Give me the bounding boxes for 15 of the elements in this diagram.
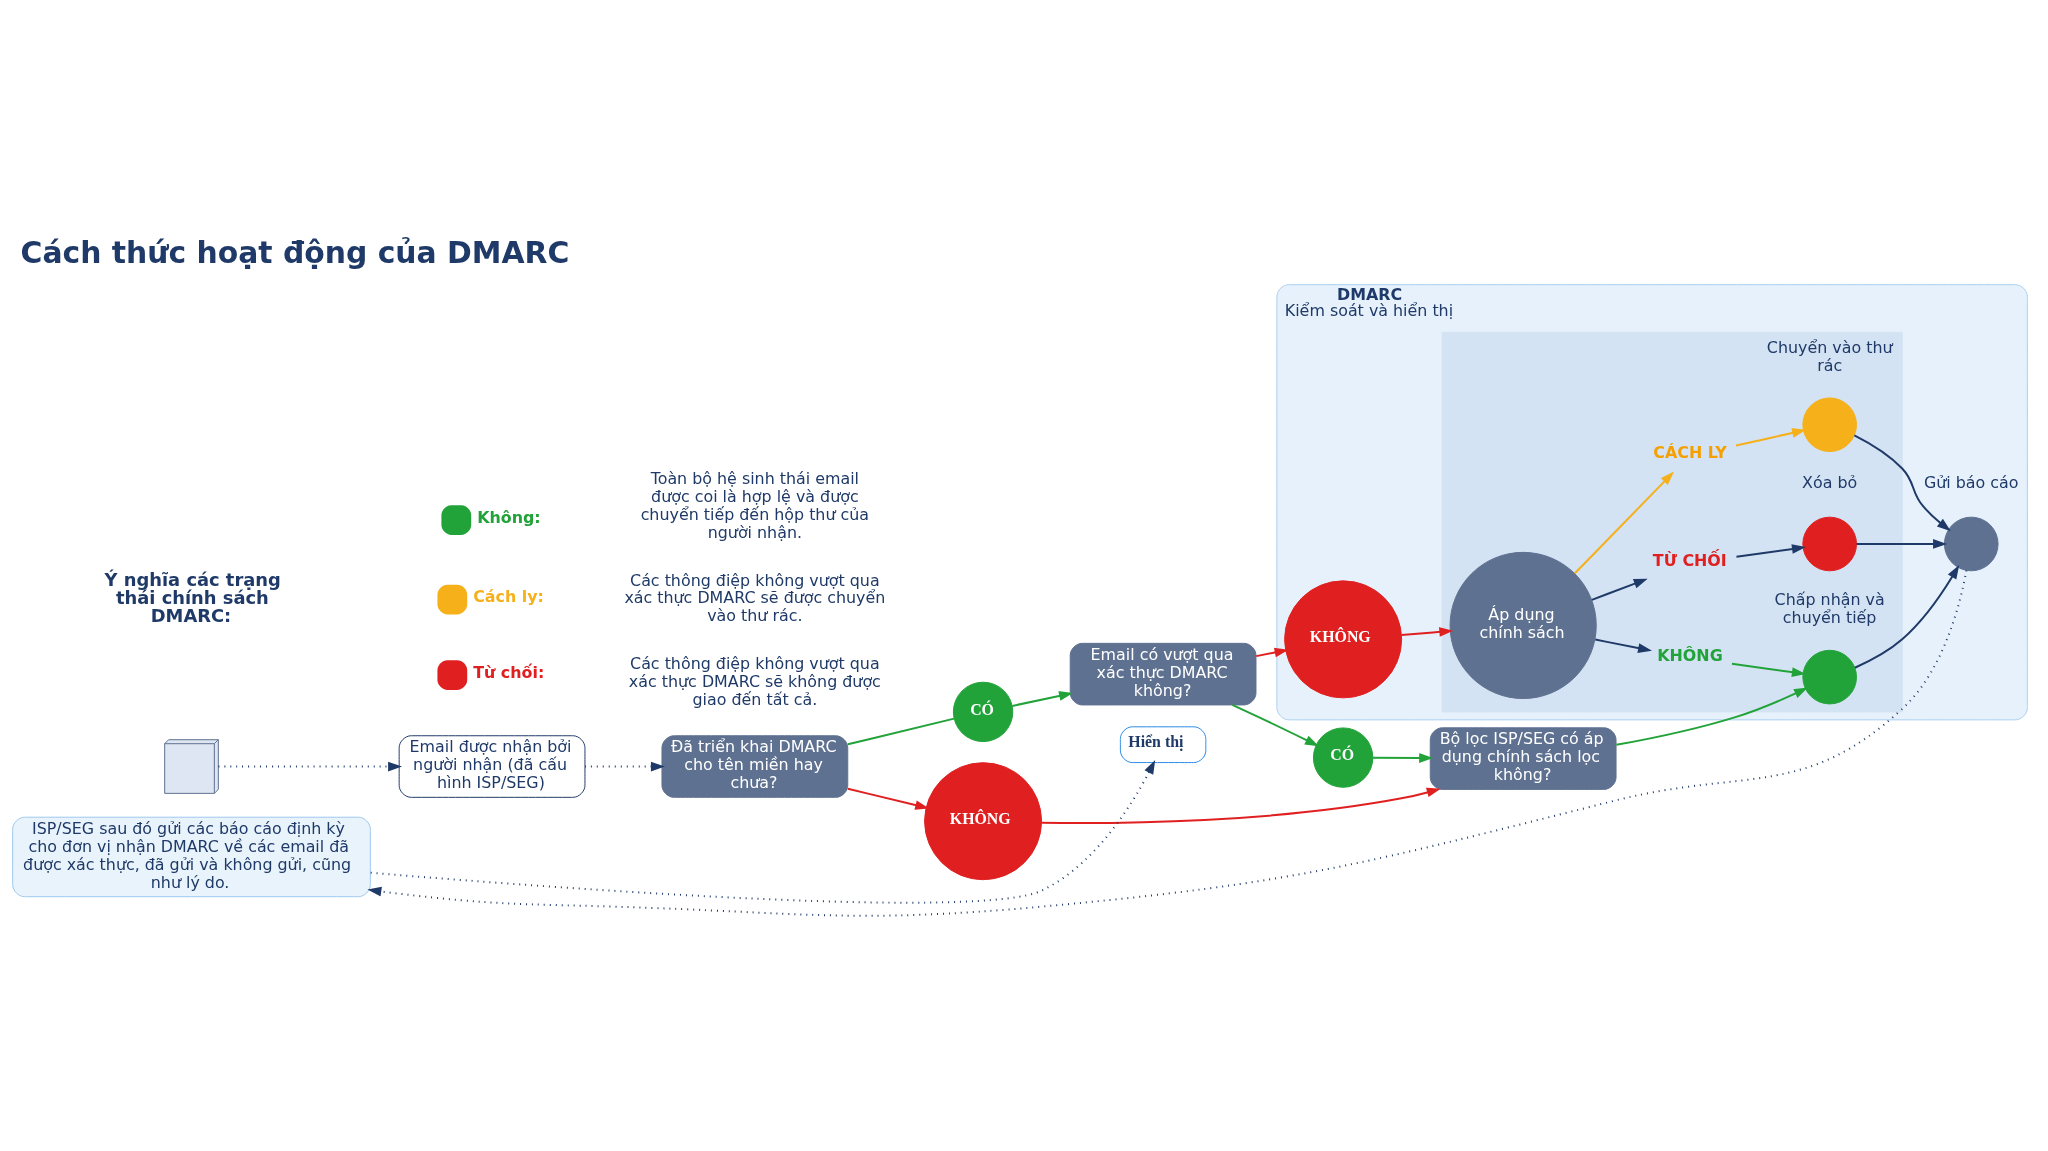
label: Các thông điệp không vượt qua xác thực DMARC sẽ được chuyển vào thư rác.: [624, 570, 886, 625]
label: Ý nghĩa các trạng thái chính sách DMARC:: [104, 568, 281, 626]
label: Toàn bộ hệ sinh thái email được coi là hợp lệ và được chuyển tiếp đến hộp thư của người nhận.: [640, 468, 870, 542]
node-label: Xóa bỏ: [1802, 472, 1858, 492]
node-text: TỪ CHỐI: [1652, 550, 1727, 570]
legend-label: Không:: [477, 507, 541, 527]
node-label: Chấp nhận và chuyển tiếp: [1774, 589, 1885, 627]
node-label: Gửi báo cáo: [1923, 472, 2019, 492]
legend-label: Từ chối:: [473, 662, 545, 682]
diagram-title: Cách thức hoạt động của DMARC: [20, 234, 570, 270]
node-text: CÁCH LY: [1653, 442, 1727, 462]
node-label: Chuyển vào thư rác: [1766, 337, 1893, 375]
legend-label: Cách ly:: [473, 586, 544, 606]
label: Các thông điệp không vượt qua xác thực DMARC sẽ không được giao đến tất cả.: [628, 653, 881, 709]
node-text: KHÔNG: [1657, 645, 1723, 665]
